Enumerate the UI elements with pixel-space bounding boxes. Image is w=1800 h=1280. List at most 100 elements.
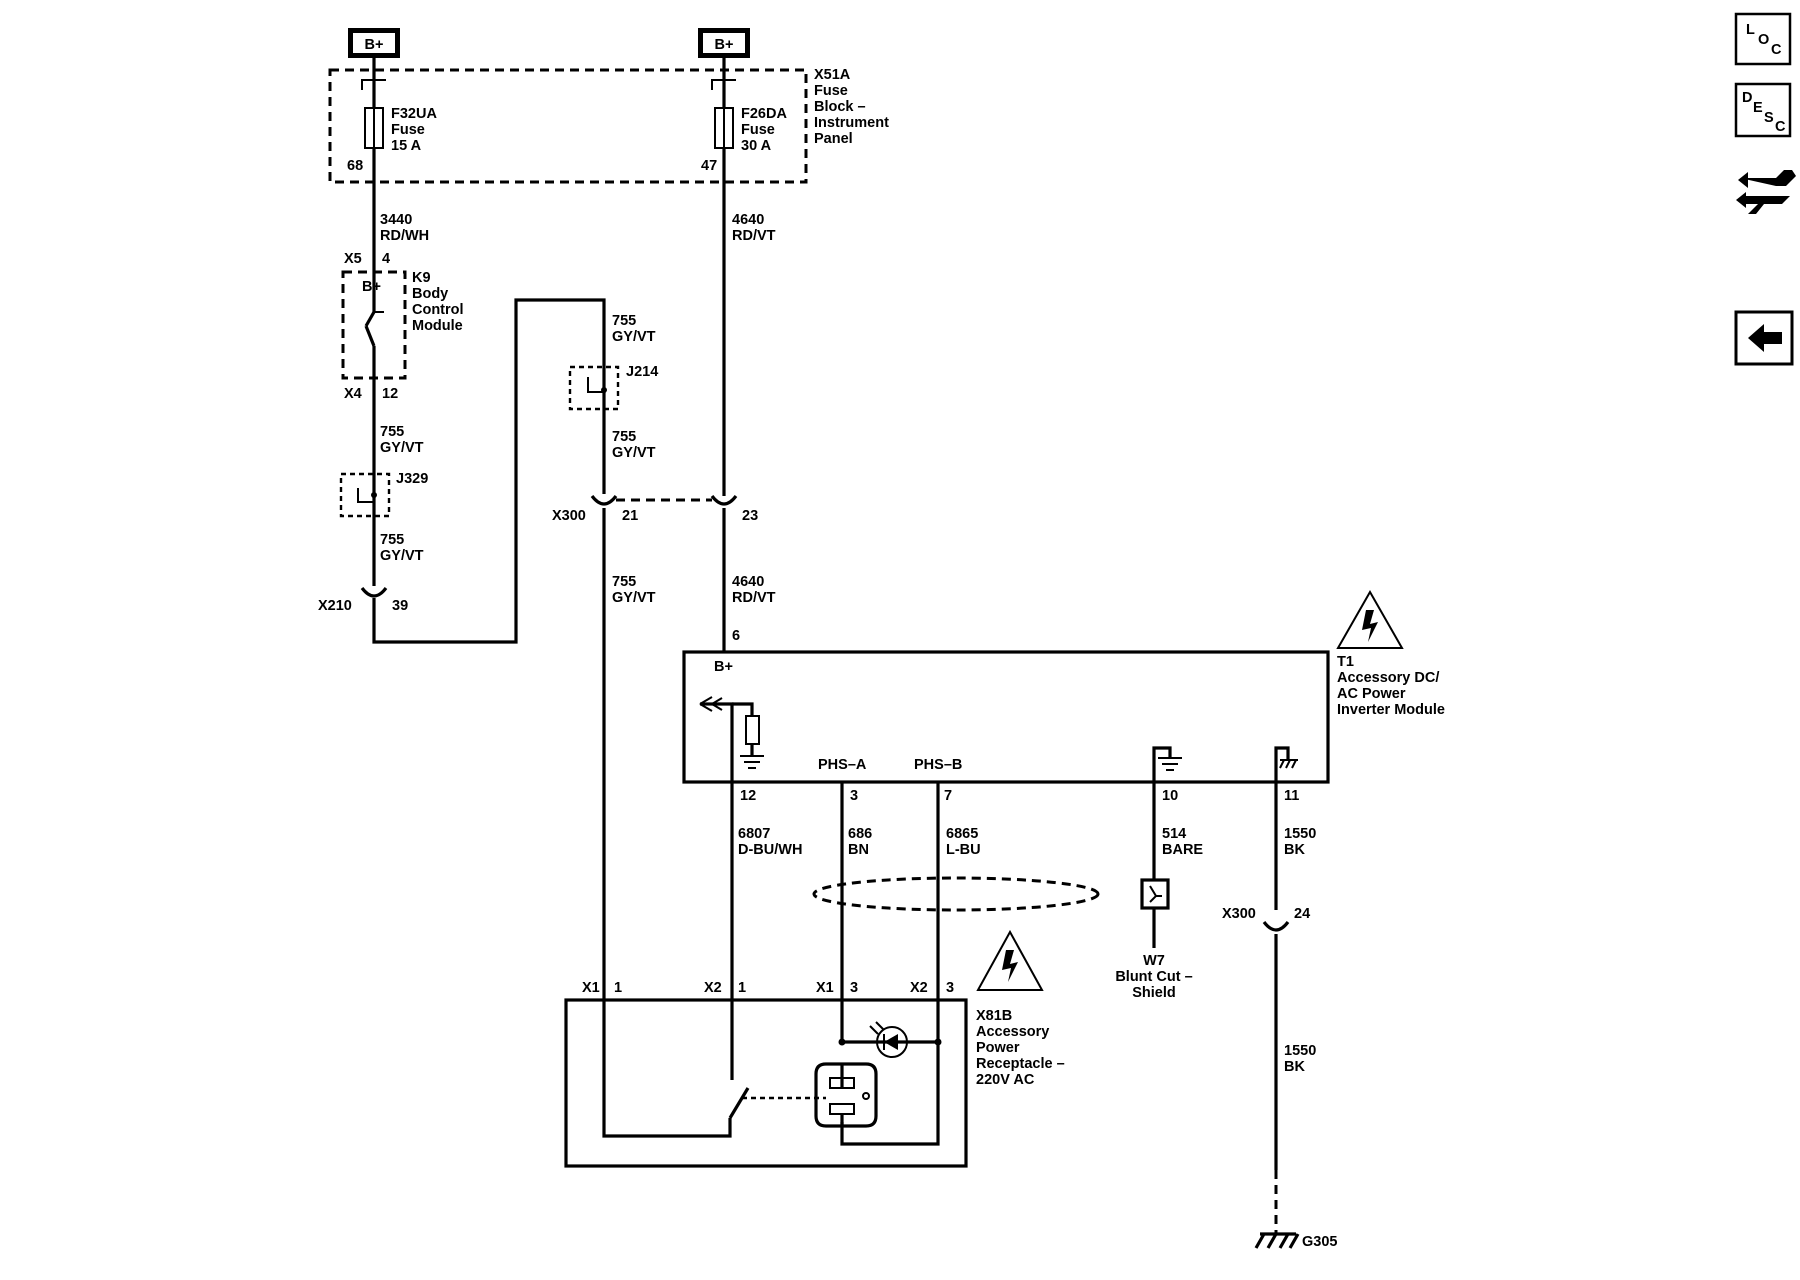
svg-text:68: 68 (347, 158, 363, 174)
battery-positive-symbol-left: B+ (348, 28, 400, 58)
svg-text:L: L (1746, 22, 1755, 38)
svg-text:514: 514 (1162, 826, 1186, 842)
svg-text:BK: BK (1284, 842, 1305, 858)
svg-text:PHS–B: PHS–B (914, 757, 962, 773)
svg-text:X5: X5 (344, 251, 362, 267)
svg-text:E: E (1753, 100, 1763, 116)
description-button[interactable]: D E S C (1734, 82, 1792, 138)
fuse-block-x51a: X51A Fuse Block – Instrument Panel B+ B+ (328, 28, 889, 184)
wire-755-branch: 755 GY/VT J214 755 GY/VT (568, 313, 658, 494)
splice-pack-j329: J329 (339, 471, 428, 518)
svg-text:11: 11 (1284, 788, 1299, 804)
svg-text:Shield: Shield (1132, 985, 1176, 1001)
svg-text:T1: T1 (1337, 654, 1354, 670)
bcm-circuit: 3440 RD/WH X5 4 B+ K9 Body Control Modul… (318, 182, 606, 644)
svg-text:30 A: 30 A (741, 138, 772, 154)
svg-text:47: 47 (701, 158, 717, 174)
svg-text:X210: X210 (318, 598, 352, 614)
fuse-block-label: X51A Fuse Block – Instrument Panel (814, 67, 889, 147)
svg-text:755: 755 (612, 429, 636, 445)
svg-text:Body: Body (412, 286, 448, 302)
svg-text:Control: Control (412, 302, 464, 318)
connector-end-view-icon[interactable] (1736, 170, 1796, 214)
svg-text:Fuse: Fuse (814, 83, 848, 99)
svg-text:BK: BK (1284, 1059, 1305, 1075)
location-button[interactable]: L O C (1734, 12, 1792, 66)
svg-text:F32UA: F32UA (391, 106, 437, 122)
svg-text:1550: 1550 (1284, 1043, 1316, 1059)
fuse-block-outline (328, 68, 808, 184)
svg-text:RD/WH: RD/WH (380, 228, 429, 244)
svg-text:X1: X1 (816, 980, 834, 996)
svg-text:1: 1 (738, 980, 746, 996)
svg-text:GY/VT: GY/VT (612, 590, 656, 606)
svg-text:BARE: BARE (1162, 842, 1203, 858)
svg-text:Fuse: Fuse (391, 122, 425, 138)
svg-text:3: 3 (946, 980, 954, 996)
svg-text:10: 10 (1162, 788, 1178, 804)
svg-text:6865: 6865 (946, 826, 978, 842)
svg-text:B+: B+ (715, 37, 734, 53)
battery-positive-symbol-right: B+ (698, 28, 750, 58)
splice-pack-j214: J214 (568, 364, 658, 494)
svg-text:GY/VT: GY/VT (380, 440, 424, 456)
svg-text:X2: X2 (704, 980, 722, 996)
svg-text:B+: B+ (714, 659, 733, 675)
svg-text:755: 755 (612, 574, 636, 590)
svg-text:GY/VT: GY/VT (612, 445, 656, 461)
svg-text:X300: X300 (1222, 906, 1256, 922)
svg-text:Receptacle –: Receptacle – (976, 1056, 1065, 1072)
svg-text:GY/VT: GY/VT (380, 548, 424, 564)
svg-text:4640: 4640 (732, 212, 764, 228)
svg-text:J214: J214 (626, 364, 658, 380)
arrow-left-icon (1748, 324, 1782, 352)
back-arrow-button[interactable] (1734, 310, 1794, 366)
svg-text:W7: W7 (1143, 953, 1165, 969)
svg-text:C: C (1771, 42, 1782, 58)
svg-text:D-BU/WH: D-BU/WH (738, 842, 802, 858)
svg-text:4: 4 (382, 251, 390, 267)
svg-text:12: 12 (740, 788, 756, 804)
svg-text:755: 755 (380, 532, 404, 548)
shield-w7: W7 Blunt Cut – Shield (812, 876, 1193, 1001)
connector-x300-upper: X300 21 23 (552, 494, 758, 524)
svg-text:23: 23 (742, 508, 758, 524)
indicator-lamp-icon (869, 1021, 908, 1058)
svg-text:C: C (1775, 119, 1786, 135)
svg-text:GY/VT: GY/VT (612, 329, 656, 345)
svg-text:Blunt Cut –: Blunt Cut – (1115, 969, 1192, 985)
svg-text:L-BU: L-BU (946, 842, 981, 858)
fuse-f26da: F26DA Fuse 30 A 47 (701, 58, 787, 182)
svg-text:686: 686 (848, 826, 872, 842)
svg-text:Module: Module (412, 318, 463, 334)
svg-text:12: 12 (382, 386, 398, 402)
svg-text:Inverter Module: Inverter Module (1337, 702, 1445, 718)
body-control-module-k9: B+ K9 Body Control Module (341, 270, 464, 380)
svg-text:RD/VT: RD/VT (732, 228, 776, 244)
svg-text:755: 755 (612, 313, 636, 329)
receptacle-x81b: X1 1 X2 1 X1 3 X2 3 X81B Accessory Power… (564, 980, 1065, 1168)
svg-text:1: 1 (614, 980, 622, 996)
svg-text:G305: G305 (1302, 1234, 1337, 1250)
high-voltage-warning-icon (976, 929, 1044, 991)
svg-text:4640: 4640 (732, 574, 764, 590)
svg-text:1550: 1550 (1284, 826, 1316, 842)
outlet-receptacle-icon (814, 1062, 878, 1128)
svg-text:O: O (1758, 32, 1769, 48)
svg-text:X300: X300 (552, 508, 586, 524)
svg-text:RD/VT: RD/VT (732, 590, 776, 606)
svg-text:21: 21 (622, 508, 638, 524)
wire-4640: 4640 RD/VT 4640 RD/VT 6 (722, 182, 776, 652)
svg-text:B+: B+ (362, 279, 381, 295)
svg-text:6807: 6807 (738, 826, 770, 842)
svg-text:24: 24 (1294, 906, 1310, 922)
svg-text:15 A: 15 A (391, 138, 422, 154)
svg-text:X81B: X81B (976, 1008, 1012, 1024)
svg-text:Panel: Panel (814, 131, 853, 147)
svg-text:3: 3 (850, 980, 858, 996)
svg-text:B+: B+ (365, 37, 384, 53)
svg-text:BN: BN (848, 842, 869, 858)
svg-text:755: 755 (380, 424, 404, 440)
inverter-module-t1: B+ PHS–A PHS–B T1 Accessory DC/ AC Power… (682, 650, 1445, 804)
